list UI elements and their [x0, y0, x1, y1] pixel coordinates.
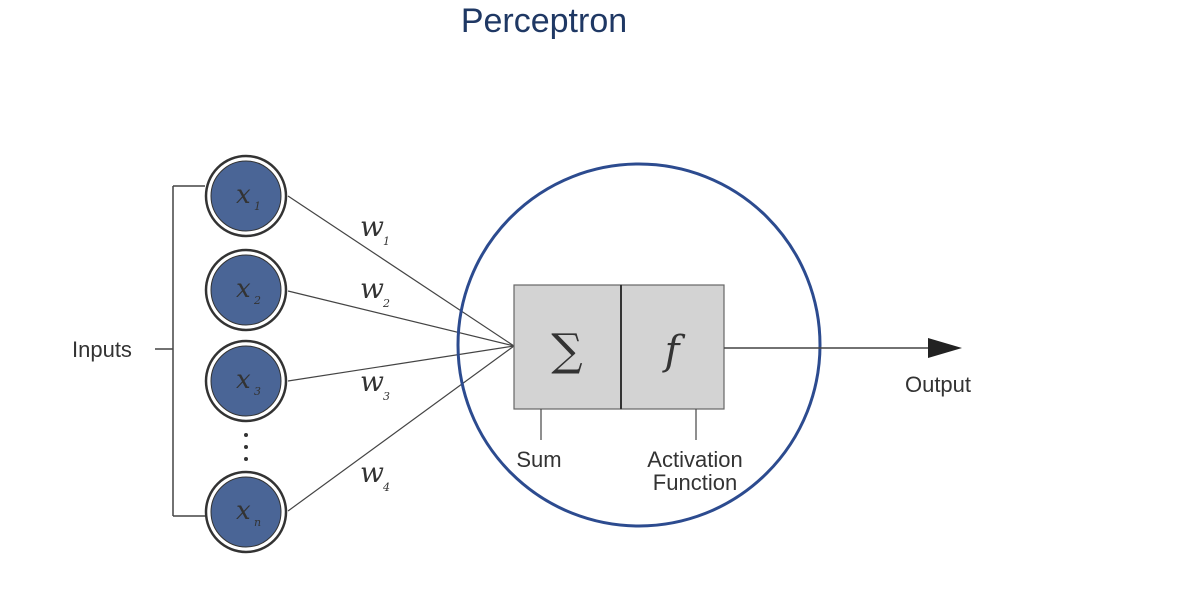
weight-w1-symbol: w	[360, 210, 384, 243]
input-x3-symbol: x	[236, 365, 251, 395]
connection-2	[287, 290, 515, 347]
input-node-n: x n	[204, 470, 288, 554]
weight-w4-subscript: 4	[382, 481, 390, 494]
ellipsis-dots	[244, 433, 248, 461]
sum-box	[513, 284, 622, 410]
input-x3-subscript: 3	[254, 385, 261, 398]
input-node-2: x 2	[204, 248, 288, 332]
neuron-box	[513, 284, 725, 410]
inputs-bracket	[155, 185, 205, 517]
weight-w3-symbol: w	[360, 365, 384, 398]
activation-label-line1: Activation	[647, 447, 742, 472]
output-label: Output	[905, 372, 971, 397]
page-title: Perceptron	[460, 2, 628, 40]
weight-w2-symbol: w	[360, 272, 384, 305]
input-xn-symbol: x	[236, 496, 251, 526]
neuron-circle	[456, 162, 822, 528]
input-x2-symbol: x	[236, 274, 251, 304]
sum-label: Sum	[516, 447, 561, 472]
input-x1-symbol: x	[236, 180, 251, 210]
weight-label-4: w 4	[360, 456, 390, 494]
weight-label-2: w 2	[360, 272, 390, 310]
activation-label-line2: Function	[653, 470, 737, 495]
connection-3	[287, 345, 515, 382]
output-arrowhead	[928, 338, 962, 358]
inputs-label: Inputs	[72, 337, 132, 362]
weight-w1-subscript: 1	[383, 235, 390, 248]
weight-connections	[287, 195, 515, 512]
input-x1-subscript: 1	[254, 200, 261, 213]
weight-w3-subscript: 3	[383, 390, 390, 403]
weight-label-1: w 1	[360, 210, 390, 248]
weight-w4-symbol: w	[360, 456, 384, 489]
label-leaders	[540, 409, 697, 440]
input-x2-subscript: 2	[253, 294, 261, 307]
input-node-3: x 3	[204, 339, 288, 423]
sum-symbol: ∑	[551, 325, 582, 376]
connection-4	[287, 345, 515, 512]
input-xn-subscript: n	[254, 516, 261, 529]
input-node-1: x 1	[204, 154, 288, 238]
weight-label-3: w 3	[360, 365, 390, 403]
weight-w2-subscript: 2	[382, 297, 390, 310]
connection-1	[287, 195, 515, 347]
